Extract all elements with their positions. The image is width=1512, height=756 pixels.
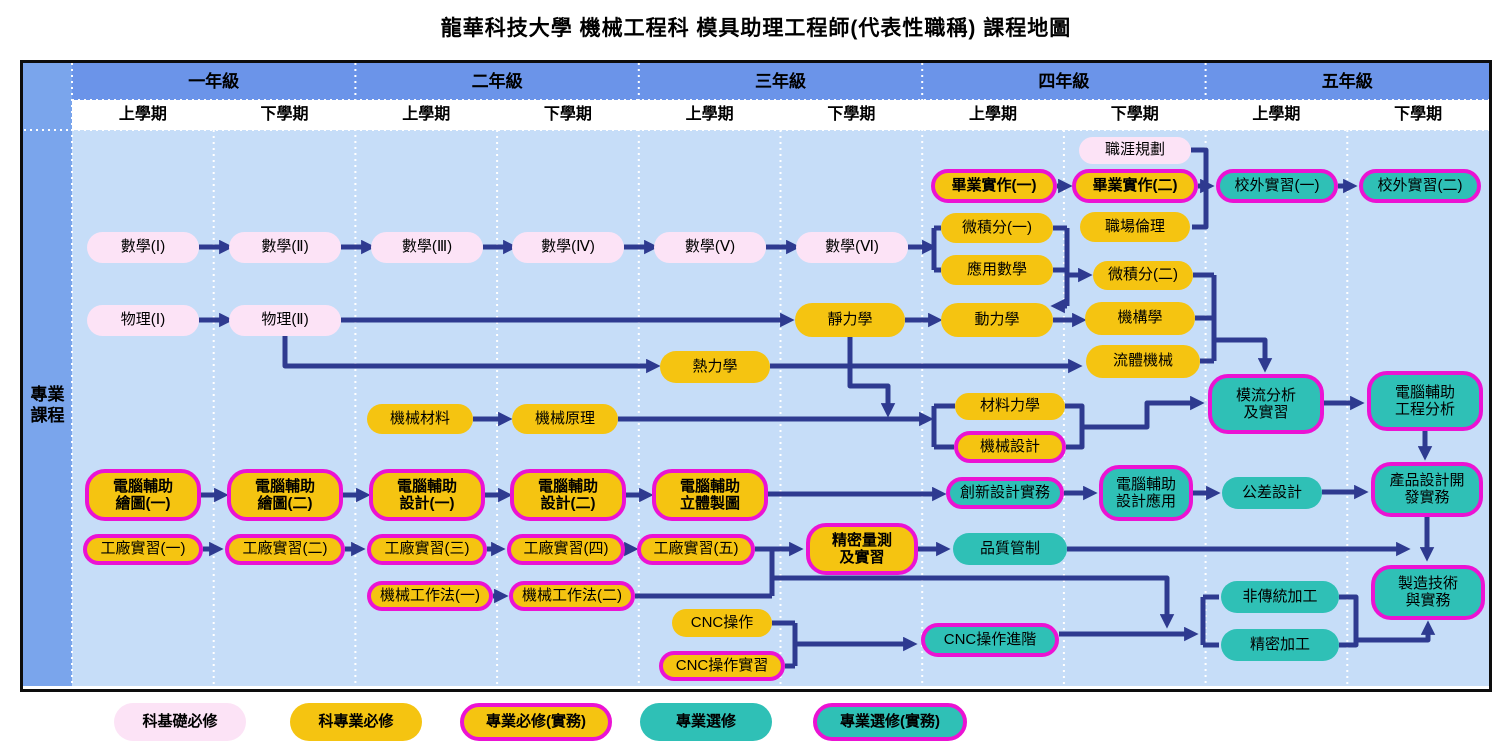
node-mw2: 機械工作法(二) bbox=[509, 581, 635, 611]
node-intern1: 校外實習(一) bbox=[1216, 169, 1338, 203]
node-statics: 靜力學 bbox=[795, 303, 905, 337]
year-header-2: 二年級 bbox=[471, 72, 523, 91]
node-mechdes: 機械設計 bbox=[954, 431, 1066, 463]
node-cncprac: CNC操作實習 bbox=[659, 651, 785, 681]
node-mfgtech: 製造技術 與實務 bbox=[1371, 564, 1485, 620]
node-math3: 數學(Ⅲ) bbox=[371, 231, 483, 263]
node-cad1: 電腦輔助 繪圖(一) bbox=[85, 469, 201, 521]
legend-item-reqp: 專業必修(實務) bbox=[460, 703, 612, 741]
node-cad2: 電腦輔助 繪圖(二) bbox=[227, 469, 343, 521]
node-math4: 數學(Ⅳ) bbox=[512, 231, 624, 263]
node-calc2: 微積分(二) bbox=[1093, 260, 1193, 290]
semester-header-2-2: 下學期 bbox=[543, 106, 592, 123]
node-cncadv: CNC操作進階 bbox=[921, 623, 1059, 657]
node-math6: 數學(Ⅵ) bbox=[796, 231, 908, 263]
node-shop2: 工廠實習(二) bbox=[225, 533, 345, 565]
semester-header-5-1: 上學期 bbox=[1252, 106, 1301, 123]
node-metrology: 精密量測 及實習 bbox=[806, 523, 918, 575]
semester-header-4-1: 上學期 bbox=[969, 106, 1018, 123]
node-cad4: 電腦輔助 設計(二) bbox=[510, 469, 626, 521]
node-dynamics: 動力學 bbox=[941, 303, 1053, 337]
year-header-1: 一年級 bbox=[188, 72, 240, 91]
node-career: 職涯規劃 bbox=[1079, 136, 1191, 164]
year-header-3: 三年級 bbox=[754, 72, 806, 91]
year-header-4: 四年級 bbox=[1038, 72, 1090, 91]
node-fluid: 流體機械 bbox=[1086, 344, 1200, 378]
node-shop3: 工廠實習(三) bbox=[367, 533, 487, 565]
semester-header-5-2: 下學期 bbox=[1394, 106, 1443, 123]
semester-header-3-2: 下學期 bbox=[827, 106, 876, 123]
node-calc1: 微積分(一) bbox=[941, 213, 1053, 243]
page-title: 龍華科技大學 機械工程科 模具助理工程師(代表性職稱) 課程地圖 bbox=[440, 17, 1072, 40]
legend-item-req: 科專業必修 bbox=[290, 703, 422, 741]
year-header-row bbox=[72, 63, 1489, 100]
node-ethics: 職場倫理 bbox=[1080, 212, 1190, 242]
semester-header-row bbox=[72, 100, 1489, 130]
node-matmech: 材料力學 bbox=[955, 392, 1065, 420]
semester-header-3-1: 上學期 bbox=[685, 106, 734, 123]
node-math5: 數學(Ⅴ) bbox=[654, 231, 766, 263]
semester-header-1-2: 下學期 bbox=[260, 106, 309, 123]
legend-item-elec: 專業選修 bbox=[640, 703, 772, 741]
node-math2: 數學(Ⅱ) bbox=[229, 231, 341, 263]
legend-item-elecp: 專業選修(實務) bbox=[813, 703, 967, 741]
node-mechprin: 機械原理 bbox=[512, 404, 618, 434]
node-thermo: 熱力學 bbox=[660, 351, 770, 383]
node-precmach: 精密加工 bbox=[1221, 629, 1339, 661]
node-shop1: 工廠實習(一) bbox=[83, 533, 203, 565]
node-mechmat: 機械材料 bbox=[367, 404, 473, 434]
node-cap2: 畢業實作(二) bbox=[1072, 169, 1198, 203]
semester-header-4-2: 下學期 bbox=[1110, 106, 1159, 123]
node-innov: 創新設計實務 bbox=[946, 477, 1064, 509]
node-cae: 電腦輔助 工程分析 bbox=[1367, 371, 1483, 431]
node-nontrad: 非傳統加工 bbox=[1221, 581, 1339, 613]
node-mechanism: 機構學 bbox=[1085, 301, 1195, 335]
node-moldflow: 模流分析 及實習 bbox=[1208, 374, 1324, 434]
side-category-strip bbox=[23, 63, 72, 686]
node-cap1: 畢業實作(一) bbox=[931, 169, 1057, 203]
node-phys2: 物理(Ⅱ) bbox=[229, 304, 341, 336]
node-proddev: 產品設計開 發實務 bbox=[1371, 461, 1483, 517]
node-tolerance: 公差設計 bbox=[1222, 477, 1322, 509]
legend-item-base: 科基礎必修 bbox=[114, 703, 246, 741]
semester-header-2-1: 上學期 bbox=[402, 106, 451, 123]
node-cadapp: 電腦輔助 設計應用 bbox=[1099, 465, 1193, 521]
node-math1: 數學(Ⅰ) bbox=[87, 231, 199, 263]
node-shop4: 工廠實習(四) bbox=[507, 533, 625, 565]
node-shop5: 工廠實習(五) bbox=[637, 533, 755, 565]
semester-header-1-1: 上學期 bbox=[118, 106, 167, 123]
node-appmath: 應用數學 bbox=[941, 255, 1053, 285]
node-mw1: 機械工作法(一) bbox=[367, 581, 493, 611]
year-header-5: 五年級 bbox=[1321, 72, 1373, 91]
node-cnc: CNC操作 bbox=[672, 609, 772, 637]
node-cad3: 電腦輔助 設計(一) bbox=[369, 469, 485, 521]
node-intern2: 校外實習(二) bbox=[1359, 169, 1481, 203]
side-category-label: 專業 課程 bbox=[30, 385, 65, 426]
node-cad5: 電腦輔助 立體製圖 bbox=[652, 469, 768, 521]
node-phys1: 物理(Ⅰ) bbox=[87, 304, 199, 336]
node-qc: 品質管制 bbox=[953, 533, 1067, 565]
